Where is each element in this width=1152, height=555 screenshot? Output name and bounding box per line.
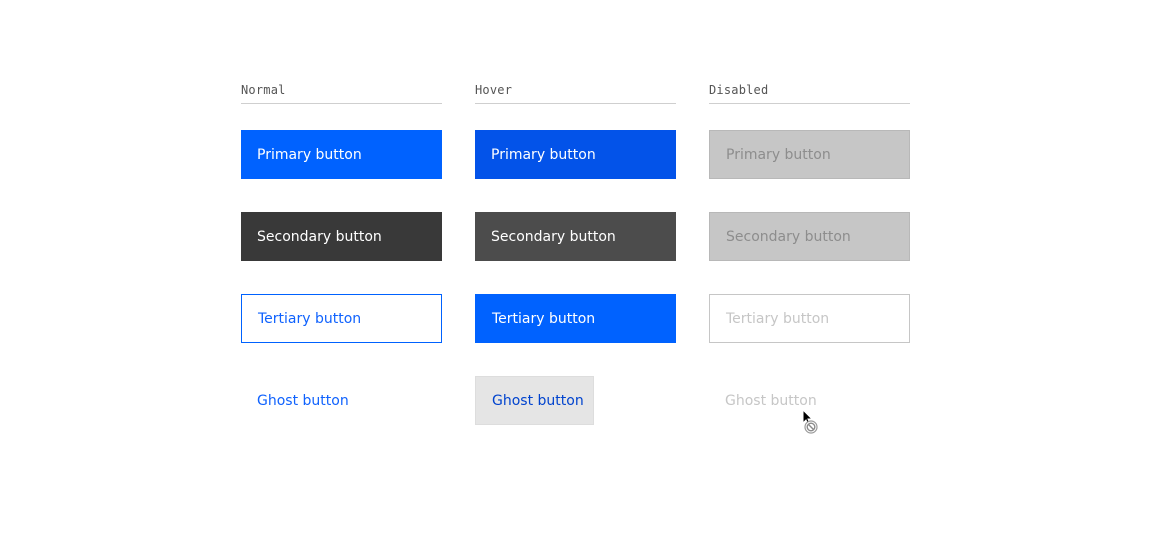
primary-button-label: Primary button (491, 146, 596, 163)
tertiary-button-disabled: Tertiary button (709, 294, 910, 343)
primary-button-disabled: Primary button (709, 130, 910, 179)
tertiary-button-label: Tertiary button (258, 310, 362, 327)
column-header-disabled: Disabled (709, 83, 910, 104)
primary-button-label: Primary button (726, 146, 831, 163)
secondary-button-hover[interactable]: Secondary button (475, 212, 676, 261)
secondary-button-disabled: Secondary button (709, 212, 910, 261)
tertiary-button-label: Tertiary button (492, 310, 596, 327)
tertiary-button-normal[interactable]: Tertiary button (241, 294, 442, 343)
secondary-button-normal[interactable]: Secondary button (241, 212, 442, 261)
tertiary-button-label: Tertiary button (726, 310, 830, 327)
ghost-button-normal[interactable]: Ghost button (241, 376, 349, 425)
secondary-button-label: Secondary button (726, 228, 851, 245)
column-header-hover: Hover (475, 83, 676, 104)
secondary-button-label: Secondary button (257, 228, 382, 245)
ghost-button-disabled: Ghost button (709, 376, 817, 425)
ghost-button-hover[interactable]: Ghost button (475, 376, 594, 425)
secondary-button-label: Secondary button (491, 228, 616, 245)
not-allowed-cursor-icon (802, 408, 818, 434)
ghost-button-label: Ghost button (492, 392, 584, 409)
primary-button-normal[interactable]: Primary button (241, 130, 442, 179)
ghost-button-label: Ghost button (257, 392, 349, 409)
primary-button-hover[interactable]: Primary button (475, 130, 676, 179)
tertiary-button-hover[interactable]: Tertiary button (475, 294, 676, 343)
ghost-button-label: Ghost button (725, 392, 817, 409)
primary-button-label: Primary button (257, 146, 362, 163)
column-header-normal: Normal (241, 83, 442, 104)
